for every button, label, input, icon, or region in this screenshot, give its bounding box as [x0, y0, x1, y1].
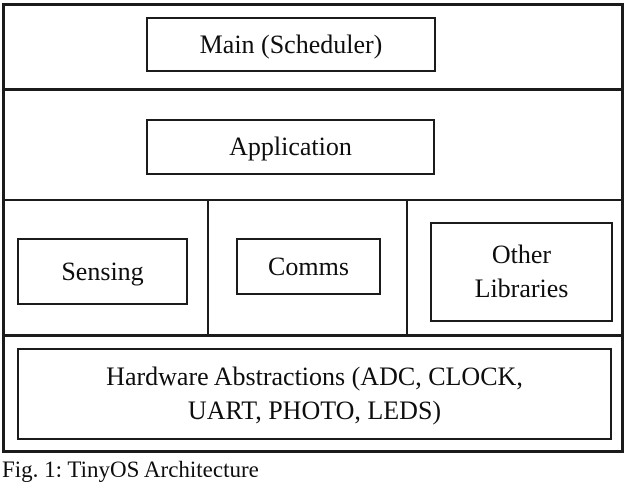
layer-hardware: Hardware Abstractions (ADC, CLOCK, UART,…: [5, 337, 621, 450]
figure-caption: Fig. 1: TinyOS Architecture: [2, 457, 259, 482]
block-other-libraries-label: Other Libraries: [475, 238, 569, 306]
hardware-line-2: UART, PHOTO, LEDS): [187, 396, 442, 425]
layer-application: Application: [5, 91, 621, 201]
block-hardware-abstractions-label: Hardware Abstractions (ADC, CLOCK, UART,…: [106, 360, 523, 428]
layer-scheduler: Main (Scheduler): [5, 6, 621, 91]
block-application: Application: [146, 119, 435, 175]
block-comms: Comms: [236, 238, 381, 295]
block-comms-label: Comms: [268, 251, 349, 281]
diagram-outer-frame: Main (Scheduler) Application Sensing Com…: [2, 3, 624, 453]
block-hardware-abstractions: Hardware Abstractions (ADC, CLOCK, UART,…: [17, 348, 612, 440]
layer-libraries: Sensing Comms Other Libraries: [5, 201, 621, 337]
block-application-label: Application: [229, 132, 352, 162]
block-main-scheduler: Main (Scheduler): [146, 17, 436, 72]
block-sensing: Sensing: [17, 238, 188, 305]
hardware-line-1: Hardware Abstractions (ADC, CLOCK,: [106, 362, 523, 392]
column-sensing: Sensing: [5, 201, 209, 334]
block-other-libraries: Other Libraries: [430, 222, 613, 322]
column-comms: Comms: [209, 201, 408, 334]
other-libraries-line-1: Other: [491, 240, 552, 270]
block-sensing-label: Sensing: [61, 256, 144, 286]
other-libraries-line-2: Libraries: [474, 274, 569, 303]
block-main-scheduler-label: Main (Scheduler): [199, 29, 383, 59]
column-other-libraries: Other Libraries: [408, 201, 621, 334]
